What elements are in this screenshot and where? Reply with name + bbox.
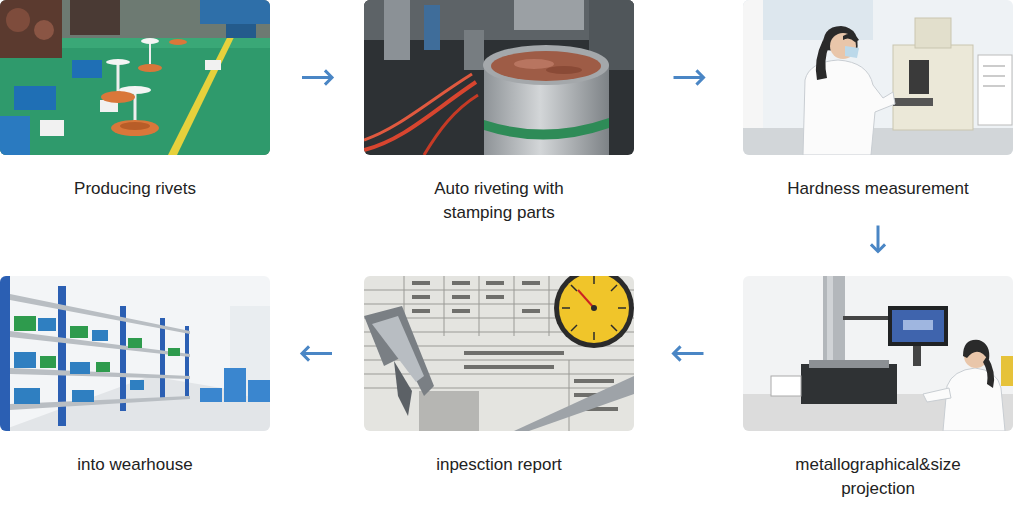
step-caption: metallographical&size projection: [778, 453, 978, 501]
flow-arrow: [302, 346, 332, 360]
process-step: into wearhouse: [0, 276, 270, 477]
arrow-shaft: [674, 76, 704, 79]
arrow-head: [674, 346, 681, 360]
report-photo: [364, 276, 634, 431]
photo-slot: [0, 0, 270, 155]
arrow-head: [325, 70, 332, 84]
process-step: metallographical&size projection: [743, 276, 1013, 501]
arrow-shaft: [674, 352, 704, 355]
flow-arrow: [674, 70, 704, 84]
process-step: Producing rivets: [0, 0, 270, 201]
arrow-head: [302, 346, 309, 360]
step-caption: inpesction report: [399, 453, 599, 477]
photo-slot: [364, 0, 634, 155]
arrow-head: [871, 244, 885, 251]
step-caption: Auto riveting with stamping parts: [399, 177, 599, 225]
photo-slot: [743, 0, 1013, 155]
flow-arrow: [871, 226, 885, 252]
arrow-shaft: [302, 352, 332, 355]
photo-slot: [0, 276, 270, 431]
hardness-lab-photo: [743, 0, 1013, 155]
arrow-shaft: [302, 76, 332, 79]
factory-photo: [0, 0, 270, 155]
arrow-head: [696, 70, 703, 84]
process-step: inpesction report: [364, 276, 634, 477]
step-caption: Producing rivets: [35, 177, 235, 201]
photo-slot: [364, 276, 634, 431]
step-caption: Hardness measurement: [778, 177, 978, 201]
warehouse-photo: [0, 276, 270, 431]
photo-slot: [743, 276, 1013, 431]
step-caption: into wearhouse: [35, 453, 235, 477]
process-step: Auto riveting with stamping parts: [364, 0, 634, 225]
arrow-shaft: [877, 226, 880, 252]
riveting-machine-photo: [364, 0, 634, 155]
flow-arrow: [674, 346, 704, 360]
measuring-lab-photo: [743, 276, 1013, 431]
flow-arrow: [302, 70, 332, 84]
process-step: Hardness measurement: [743, 0, 1013, 201]
